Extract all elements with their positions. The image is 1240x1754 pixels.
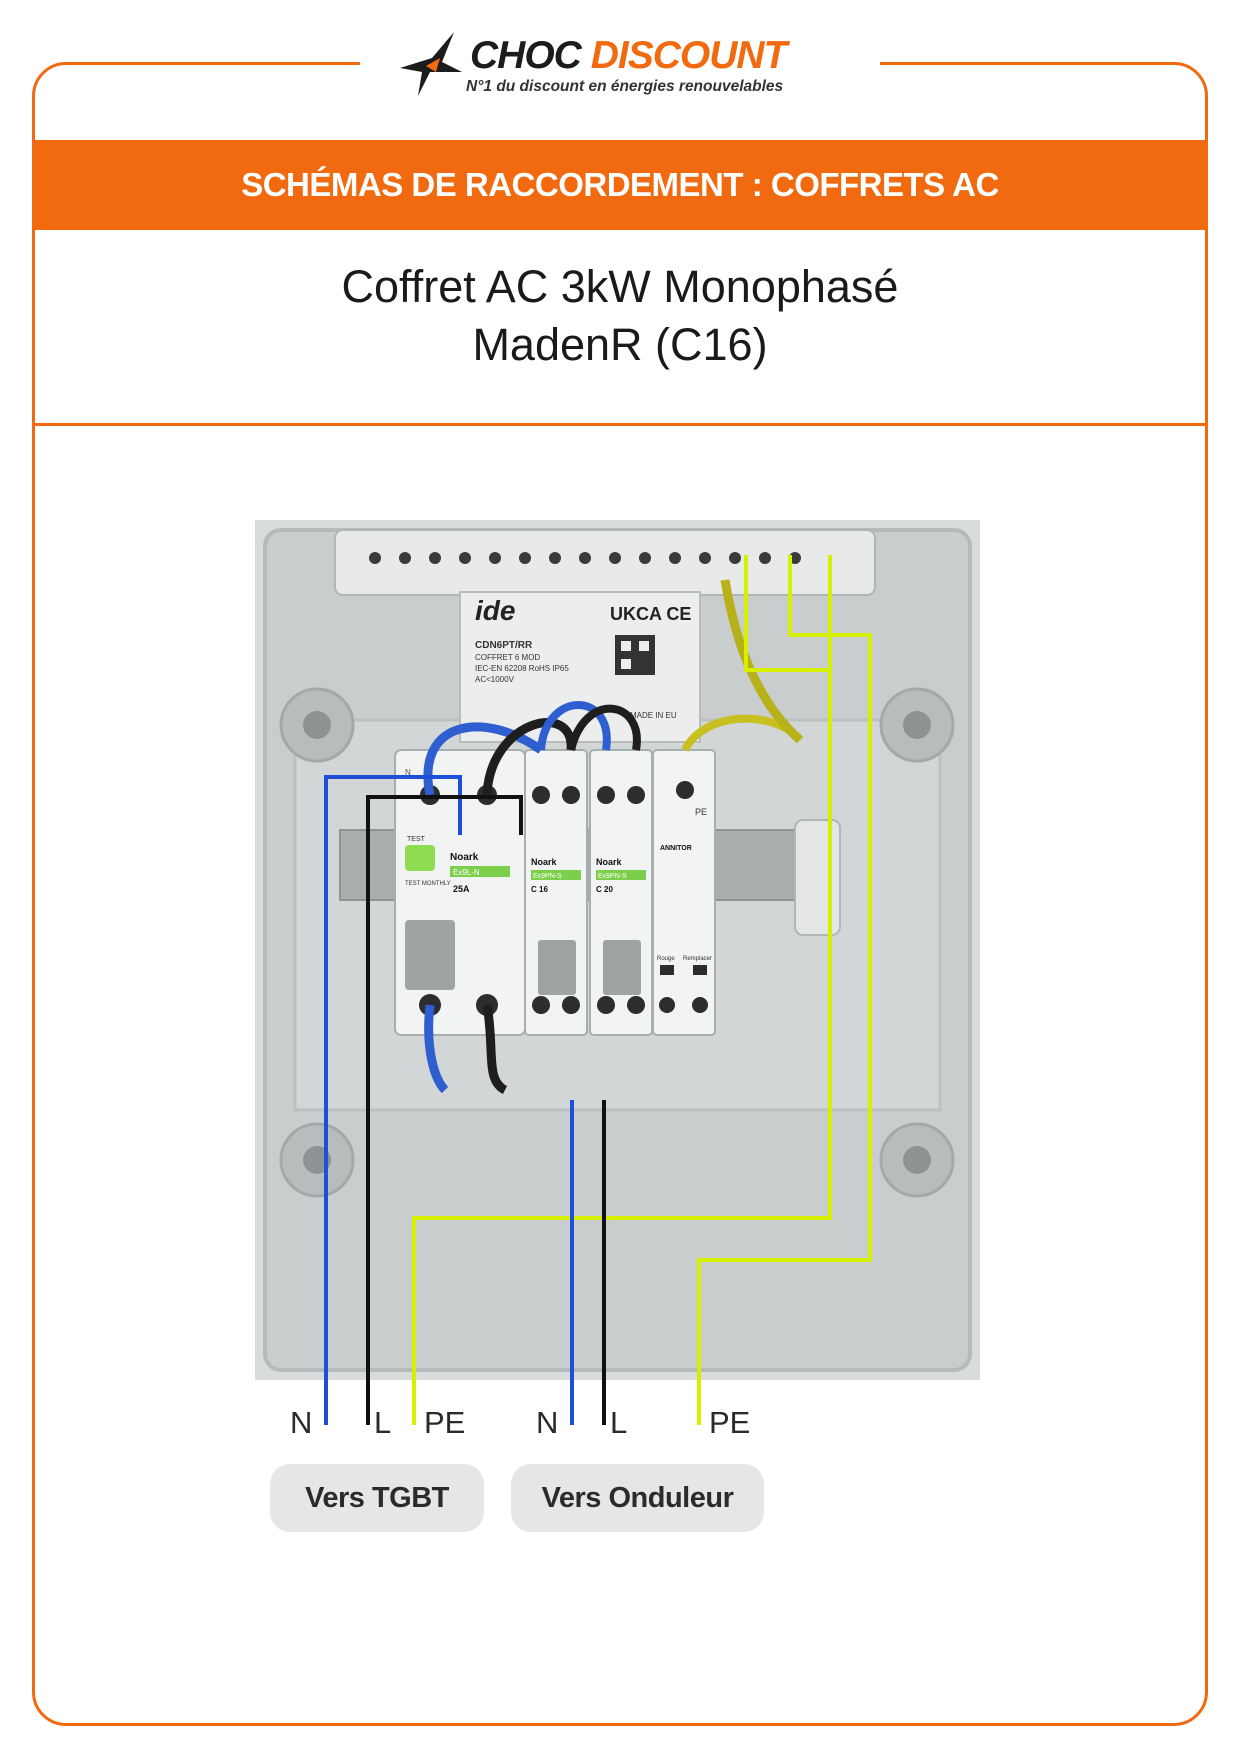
enclosure-desc: COFFRET 6 MOD (475, 653, 540, 662)
mcb2-model: Ex9PN-S (598, 873, 627, 880)
made-in-label: MADE IN EU (630, 711, 677, 720)
mcb-c16: Noark Ex9PN-S C 16 (524, 749, 588, 1036)
wire-tgbt-neutral (324, 775, 462, 1425)
label-onduleur-l: L (610, 1405, 628, 1440)
brand-name: CHOC DISCOUNT (470, 34, 787, 77)
spd-pe-mark: PE (695, 807, 707, 817)
rcd-test-label: TEST (407, 836, 426, 843)
enclosure-label (459, 591, 701, 743)
surge-protector: PE ANNITOR Rouge Remplacer (652, 749, 716, 1036)
enclosure-marks: UKCA CE (610, 604, 691, 624)
ac-enclosure-photo: ide UKCA CE CDN6PT/RR COFFRET 6 MOD IEC-… (255, 520, 980, 1380)
spd-right-label: Remplacer (683, 956, 712, 962)
wire-tgbt-earth (412, 555, 832, 1425)
mcb2-brand: Noark (596, 857, 623, 867)
page-title: Coffret AC 3kW Monophasé MadenR (C16) (32, 258, 1208, 374)
wire-onduleur-earth (697, 555, 872, 1425)
mcb2-rating: C 20 (596, 885, 613, 894)
rcd-neutral-mark: N (405, 768, 411, 777)
section-banner: SCHÉMAS DE RACCORDEMENT : COFFRETS AC (32, 140, 1208, 230)
enclosure-model: CDN6PT/RR (475, 640, 533, 651)
mcb-c20: Noark Ex9PN-S C 20 (589, 749, 653, 1036)
title-divider (32, 423, 1208, 426)
title-line-1: Coffret AC 3kW Monophasé (341, 261, 899, 312)
rcd-model: Ex9L-N (453, 868, 480, 877)
label-onduleur-pe: PE (709, 1405, 751, 1440)
enclosure-volt: AC<1000V (475, 675, 515, 684)
spd-brand: ANNITOR (660, 845, 692, 852)
label-onduleur-n: N (536, 1405, 559, 1440)
label-tgbt-n: N (290, 1405, 313, 1440)
brand-tagline: N°1 du discount en énergies renouvelable… (466, 78, 784, 95)
title-line-2: MadenR (C16) (472, 319, 768, 370)
label-tgbt-pe: PE (424, 1405, 466, 1440)
rcd-breaker: Noark Ex9L-N TEST TEST MONTHLY 25A N (394, 749, 526, 1036)
lightning-star-icon (400, 32, 462, 96)
destination-tgbt: Vers TGBT (270, 1464, 484, 1532)
mcb1-model: Ex9PN-S (533, 873, 562, 880)
spd-left-label: Rouge (657, 956, 675, 962)
enclosure-brand: ide (475, 595, 515, 626)
rcd-test-monthly: TEST MONTHLY (405, 881, 451, 887)
wire-tgbt-line (366, 795, 523, 1425)
label-tgbt-l: L (374, 1405, 392, 1440)
mcb1-brand: Noark (531, 857, 558, 867)
destination-onduleur: Vers Onduleur (511, 1464, 764, 1532)
rcd-brand: Noark (450, 852, 479, 863)
rcd-rating: 25A (453, 884, 470, 894)
enclosure-std: IEC-EN 62208 RoHS IP65 (475, 664, 569, 673)
mcb1-rating: C 16 (531, 885, 548, 894)
brand-logo: CHOC DISCOUNT N°1 du discount en énergie… (360, 22, 880, 102)
